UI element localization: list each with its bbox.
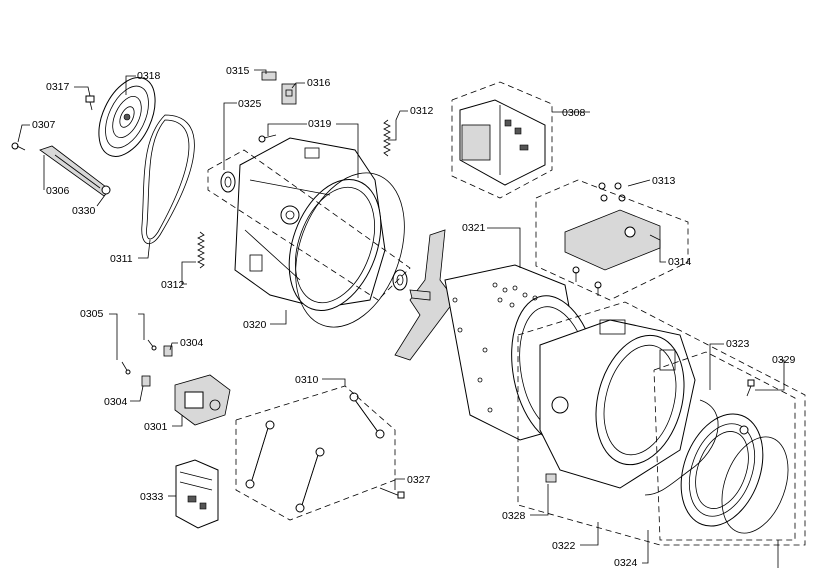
label-0321: 0321	[462, 222, 486, 234]
label-0315: 0315	[226, 65, 250, 77]
label-0312-left: 0312	[161, 279, 185, 291]
connector-0315	[261, 71, 277, 81]
screw-0325	[258, 134, 277, 143]
pulley-0318	[98, 77, 156, 157]
control-module-0308	[459, 99, 546, 186]
screw-0305b	[147, 339, 157, 351]
label-0325: 0325	[238, 98, 262, 110]
sensor-0316	[281, 83, 297, 105]
wire-0323	[644, 399, 719, 496]
label-0305: 0305	[80, 308, 104, 320]
screw-0329	[746, 379, 755, 397]
label-0317: 0317	[46, 81, 70, 93]
leader-lines	[17, 69, 785, 568]
drum-bearing-0328	[545, 473, 557, 483]
label-0319: 0319	[308, 118, 332, 130]
label-0314: 0314	[668, 256, 692, 268]
motor-0301	[174, 374, 231, 426]
label-0333: 0333	[140, 491, 164, 503]
screw-0307	[11, 142, 26, 151]
label-0313: 0313	[652, 175, 676, 187]
label-0327: 0327	[407, 474, 431, 486]
belt-tensioner-0306	[39, 145, 111, 197]
damper-washer-left	[220, 171, 236, 193]
label-0322: 0322	[552, 540, 576, 552]
label-0311: 0311	[110, 253, 133, 265]
label-0304-top: 0304	[180, 337, 204, 349]
label-0308: 0308	[562, 107, 586, 119]
label-0329: 0329	[772, 354, 796, 366]
label-0312-right: 0312	[410, 105, 434, 117]
bushing-0304-bottom	[141, 375, 151, 387]
cover-plate-0314	[564, 209, 661, 296]
label-0301: 0301	[144, 421, 168, 433]
label-0306: 0306	[46, 185, 70, 197]
front-tub-0322	[539, 319, 696, 489]
shock-absorbers-0310	[245, 392, 385, 513]
label-0304-bottom: 0304	[104, 396, 128, 408]
spring-0312-left	[197, 231, 205, 269]
screw-0305a	[121, 361, 131, 375]
rear-tub-0320	[234, 137, 386, 311]
part-labels: 0317 0318 0307 0306 0330 0311 0312 0315 …	[32, 65, 796, 568]
label-0307: 0307	[32, 119, 56, 131]
label-0320: 0320	[243, 319, 267, 331]
module-0333	[175, 459, 219, 529]
pin-0327	[379, 487, 405, 499]
label-0310: 0310	[295, 374, 319, 386]
drum-spider-0321	[394, 229, 456, 361]
spring-0312-right	[383, 119, 391, 157]
label-0324: 0324	[614, 557, 638, 568]
label-0318: 0318	[137, 70, 161, 82]
label-0323: 0323	[726, 338, 750, 350]
door-seal-0324	[680, 413, 764, 527]
clamp-ring	[721, 436, 789, 534]
label-0316: 0316	[307, 77, 331, 89]
screw-0317	[85, 95, 95, 111]
fasteners-0313	[598, 182, 626, 202]
label-0330: 0330	[72, 205, 96, 217]
tub-seal-0319	[295, 172, 405, 328]
label-0328: 0328	[502, 510, 526, 522]
drive-belt-0311	[141, 114, 195, 245]
bushing-0304-top	[163, 345, 173, 357]
